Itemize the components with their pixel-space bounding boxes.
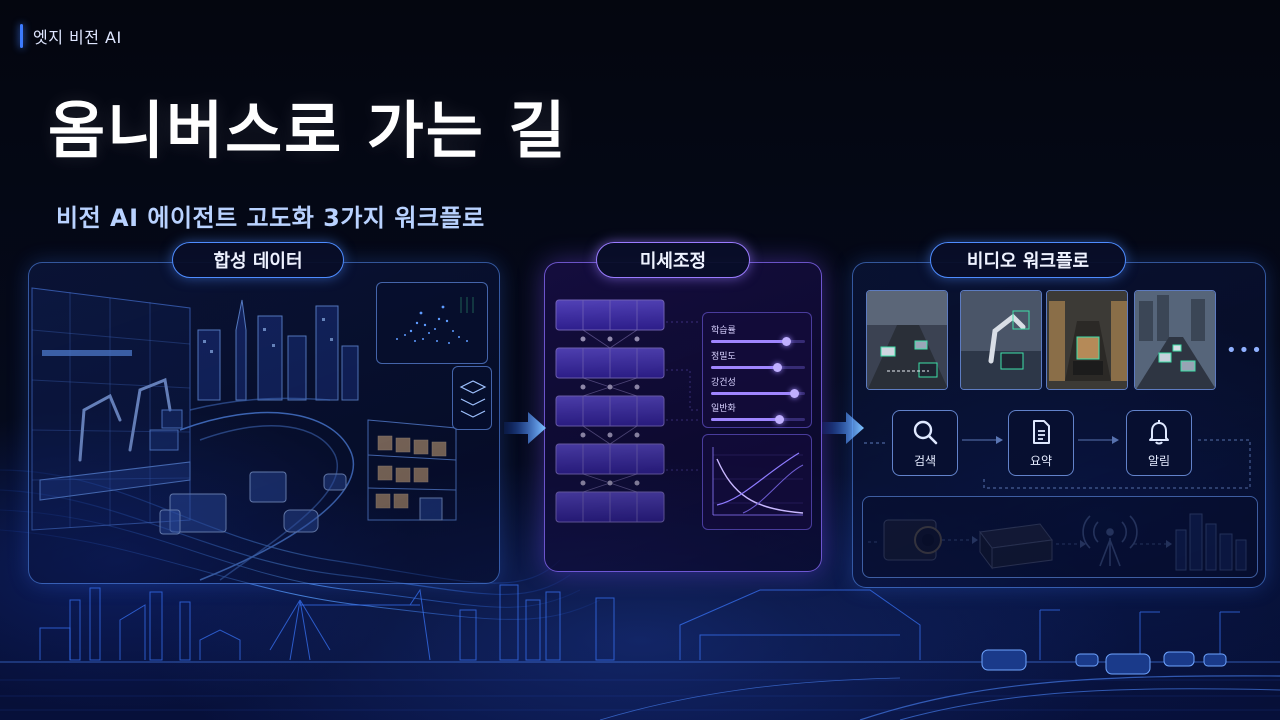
param-slider-knob[interactable] <box>782 337 792 346</box>
step-label: 요약 <box>1029 453 1053 468</box>
layers-icon <box>452 366 492 430</box>
param-slider-fill <box>711 366 777 369</box>
point-cloud-plot <box>376 282 488 364</box>
tag-label: 엣지 비전 AI <box>33 28 122 47</box>
bell-icon <box>1149 419 1169 444</box>
step-search[interactable]: 검색 <box>892 410 958 476</box>
bottom-skyline <box>39 584 1240 661</box>
bottom-cars <box>981 649 1227 675</box>
video-thumbnail-robot[interactable] <box>960 290 1042 390</box>
floor-grid <box>0 679 1280 711</box>
tuning-parameters: 학습률 정밀도 강건성 일반화 <box>702 312 812 428</box>
tag-accent-bar <box>20 24 23 48</box>
category-tag: 엣지 비전 AI <box>20 24 122 48</box>
param-slider-track[interactable] <box>711 337 805 346</box>
param-learning-rate[interactable]: 학습률 <box>711 323 805 346</box>
video-thumbnail-warehouse[interactable] <box>1046 290 1128 390</box>
param-slider-fill <box>711 418 779 421</box>
param-robustness[interactable]: 강건성 <box>711 375 805 398</box>
param-slider-track[interactable] <box>711 363 805 372</box>
param-slider-fill <box>711 340 787 343</box>
param-label: 학습률 <box>711 326 736 336</box>
param-generalization[interactable]: 일반화 <box>711 401 805 424</box>
edge-deployment-box <box>862 496 1258 578</box>
step-summary[interactable]: 요약 <box>1008 410 1074 476</box>
step-label: 알림 <box>1147 453 1171 468</box>
param-slider-track[interactable] <box>711 389 805 398</box>
step-label: 검색 <box>913 453 937 468</box>
more-thumbnails-indicator[interactable]: ••• <box>1226 340 1264 361</box>
loss-curve-chart <box>702 434 812 530</box>
document-icon <box>1033 419 1050 444</box>
param-slider-fill <box>711 392 794 395</box>
bottom-road <box>0 661 1280 720</box>
flow-arrow-right-icon <box>504 412 546 444</box>
param-slider-knob[interactable] <box>772 363 782 372</box>
param-label: 일반화 <box>711 404 736 414</box>
param-label: 정밀도 <box>711 352 736 362</box>
finetune-label: 미세조정 <box>596 242 750 278</box>
video-thumbnail-road[interactable] <box>866 290 948 390</box>
search-icon <box>913 420 938 444</box>
page-subtitle: 비전 AI 에이전트 고도화 3가지 워크플로 <box>56 204 485 232</box>
param-precision[interactable]: 정밀도 <box>711 349 805 372</box>
param-slider-knob[interactable] <box>789 389 799 398</box>
synthetic-data-panel <box>28 262 500 584</box>
synthetic-data-label: 합성 데이터 <box>172 242 344 278</box>
param-label: 강건성 <box>711 378 736 388</box>
param-slider-track[interactable] <box>711 415 805 424</box>
video-workflow-label: 비디오 워크플로 <box>930 242 1126 278</box>
video-thumbnail-city[interactable] <box>1134 290 1216 390</box>
page-title: 옴니버스로 가는 길 <box>48 94 568 167</box>
param-slider-knob[interactable] <box>774 415 784 424</box>
step-alert[interactable]: 알림 <box>1126 410 1192 476</box>
flow-arrow-right-icon <box>822 412 864 444</box>
